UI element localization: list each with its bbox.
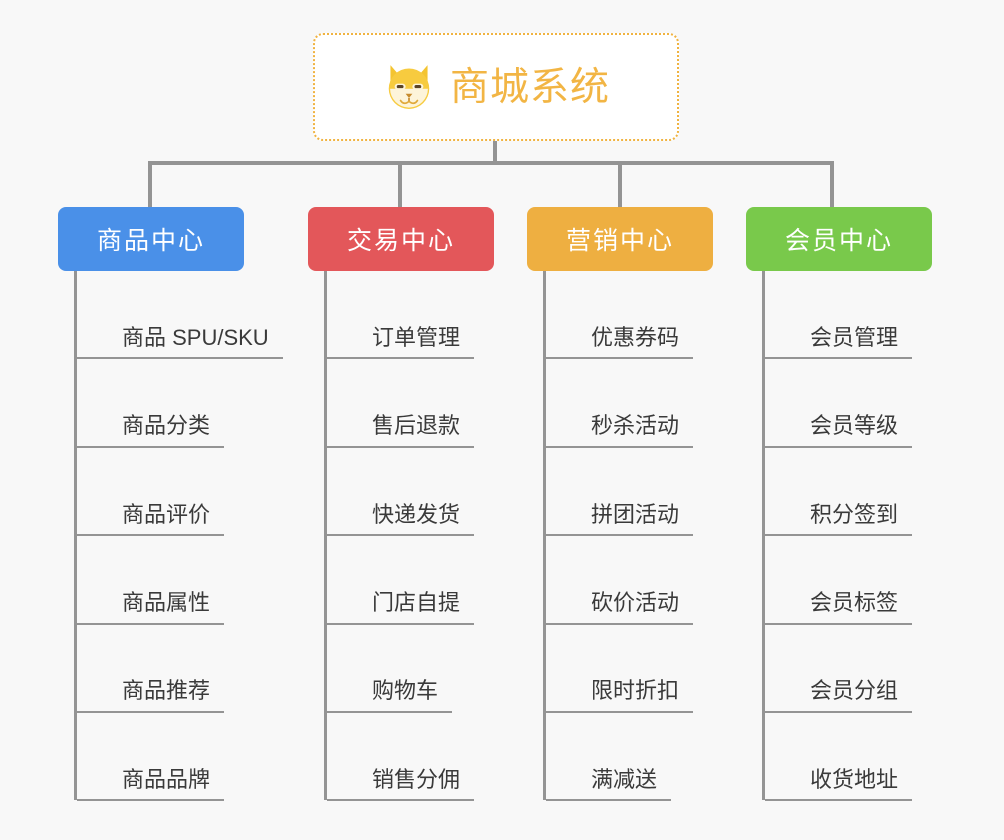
leaf-item[interactable]: 满减送	[546, 713, 713, 802]
root-title: 商城系统	[449, 65, 610, 109]
branch-column-2: 交易中心 订单管理 售后退款 快递发货 门店自提 购物车 销售分佣	[308, 207, 494, 802]
leaf-connector	[765, 799, 796, 802]
leaf-item[interactable]: 订单管理	[327, 271, 494, 360]
leaf-item[interactable]: 商品 SPU/SKU	[77, 271, 283, 360]
leaf-item[interactable]: 购物车	[327, 625, 494, 713]
leaf-label: 销售分佣	[358, 766, 475, 802]
leaf-label: 商品品牌	[108, 766, 225, 802]
leaf-connector	[77, 357, 108, 360]
leaf-label: 会员标签	[796, 589, 913, 625]
leaf-item[interactable]: 会员管理	[765, 271, 932, 360]
leaf-connector	[77, 534, 108, 537]
leaf-connector	[546, 622, 577, 625]
branch-column-3: 营销中心 优惠券码 秒杀活动 拼团活动 砍价活动 限时折扣 满减送	[527, 207, 713, 802]
leaf-label: 商品评价	[108, 501, 225, 537]
leaf-item[interactable]: 秒杀活动	[546, 359, 713, 448]
connector-drop-4	[830, 161, 834, 208]
leaf-label: 秒杀活动	[577, 412, 694, 448]
leaf-connector	[327, 622, 358, 625]
leaf-label: 会员分组	[796, 677, 913, 713]
leaf-label: 拼团活动	[577, 501, 694, 537]
leaf-label: 限时折扣	[577, 677, 694, 713]
leaf-item[interactable]: 商品品牌	[77, 713, 283, 802]
leaf-label: 快递发货	[358, 501, 475, 537]
leaf-item[interactable]: 会员等级	[765, 359, 932, 448]
branch-body-1: 商品 SPU/SKU 商品分类 商品评价 商品属性 商品推荐 商品品牌	[74, 271, 283, 802]
branch-header-2[interactable]: 交易中心	[308, 207, 494, 271]
leaf-connector	[765, 357, 796, 360]
leaf-label: 订单管理	[358, 324, 475, 360]
leaf-label: 积分签到	[796, 501, 913, 537]
leaf-item[interactable]: 积分签到	[765, 448, 932, 537]
leaf-connector	[546, 534, 577, 537]
leaf-connector	[765, 445, 796, 448]
leaf-item[interactable]: 快递发货	[327, 448, 494, 537]
leaf-item[interactable]: 门店自提	[327, 536, 494, 625]
leaf-label: 满减送	[577, 766, 672, 802]
connector-drop-3	[618, 161, 622, 208]
leaf-item[interactable]: 商品属性	[77, 536, 283, 625]
connector-drop-1	[148, 161, 152, 208]
leaf-item[interactable]: 拼团活动	[546, 448, 713, 537]
leaf-label: 商品推荐	[108, 677, 225, 713]
leaf-item[interactable]: 商品分类	[77, 359, 283, 448]
leaf-label: 售后退款	[358, 412, 475, 448]
branch-header-label: 商品中心	[96, 227, 205, 255]
leaf-connector	[77, 445, 108, 448]
branch-header-label: 营销中心	[565, 227, 674, 255]
branch-body-4: 会员管理 会员等级 积分签到 会员标签 会员分组 收货地址	[762, 271, 932, 802]
leaf-label: 门店自提	[358, 589, 475, 625]
branch-column-1: 商品中心 商品 SPU/SKU 商品分类 商品评价 商品属性 商品推荐 商品品牌	[58, 207, 283, 802]
leaf-connector	[546, 357, 577, 360]
leaf-label: 优惠券码	[577, 324, 694, 360]
leaf-item[interactable]: 收货地址	[765, 713, 932, 802]
connector-horizontal-bus	[148, 161, 834, 165]
leaf-connector	[77, 710, 108, 713]
connector-root-stem	[493, 141, 497, 164]
leaf-label: 会员管理	[796, 324, 913, 360]
leaf-item[interactable]: 会员标签	[765, 536, 932, 625]
branch-header-1[interactable]: 商品中心	[58, 207, 244, 271]
leaf-connector	[327, 799, 358, 802]
leaf-item[interactable]: 销售分佣	[327, 713, 494, 802]
leaf-connector	[765, 534, 796, 537]
leaf-connector	[327, 357, 358, 360]
branch-header-label: 会员中心	[784, 227, 893, 255]
leaf-item[interactable]: 会员分组	[765, 625, 932, 713]
leaf-connector	[77, 799, 108, 802]
branch-body-3: 优惠券码 秒杀活动 拼团活动 砍价活动 限时折扣 满减送	[543, 271, 713, 802]
leaf-connector	[546, 445, 577, 448]
leaf-label: 商品分类	[108, 412, 225, 448]
connector-drop-2	[398, 161, 402, 208]
leaf-label: 商品属性	[108, 589, 225, 625]
leaf-item[interactable]: 商品评价	[77, 448, 283, 537]
shiba-dog-icon	[382, 60, 436, 114]
leaf-connector	[765, 622, 796, 625]
leaf-label: 砍价活动	[577, 589, 694, 625]
leaf-label: 收货地址	[796, 766, 913, 802]
leaf-label: 商品 SPU/SKU	[108, 324, 283, 360]
leaf-item[interactable]: 砍价活动	[546, 536, 713, 625]
branch-body-2: 订单管理 售后退款 快递发货 门店自提 购物车 销售分佣	[324, 271, 494, 802]
leaf-connector	[546, 710, 577, 713]
root-node[interactable]: 商城系统	[313, 33, 679, 141]
branch-column-4: 会员中心 会员管理 会员等级 积分签到 会员标签 会员分组 收货地址	[746, 207, 932, 802]
leaf-connector	[327, 445, 358, 448]
branch-header-label: 交易中心	[346, 227, 455, 255]
leaf-connector	[77, 622, 108, 625]
leaf-item[interactable]: 限时折扣	[546, 625, 713, 713]
leaf-connector	[765, 710, 796, 713]
leaf-item[interactable]: 售后退款	[327, 359, 494, 448]
leaf-item[interactable]: 商品推荐	[77, 625, 283, 713]
branch-header-3[interactable]: 营销中心	[527, 207, 713, 271]
leaf-connector	[327, 710, 358, 713]
leaf-connector	[327, 534, 358, 537]
leaf-connector	[546, 799, 577, 802]
leaf-label: 购物车	[358, 677, 453, 713]
branch-header-4[interactable]: 会员中心	[746, 207, 932, 271]
leaf-label: 会员等级	[796, 412, 913, 448]
leaf-item[interactable]: 优惠券码	[546, 271, 713, 360]
